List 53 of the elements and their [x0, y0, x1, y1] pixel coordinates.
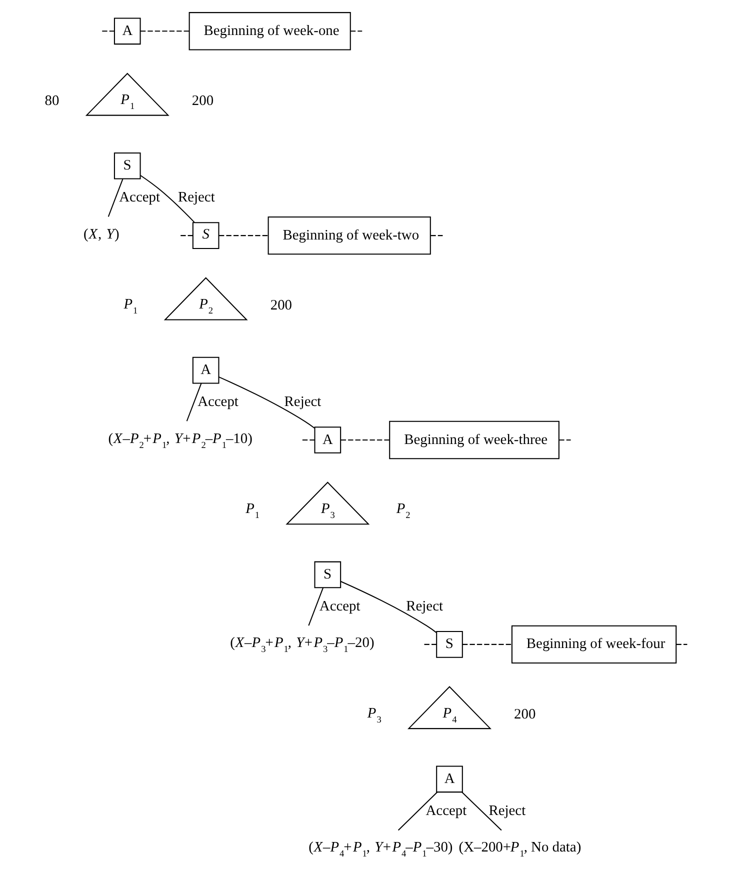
node-box: Beginning of week-two	[267, 216, 430, 255]
connector	[218, 235, 268, 236]
connector	[430, 235, 442, 236]
connector	[558, 439, 570, 441]
node-box: Beginning of week-four	[510, 625, 676, 664]
connector	[180, 235, 192, 236]
node-box: Beginning of week-three	[388, 420, 559, 460]
edge-label: Reject	[488, 802, 526, 819]
edge-label: Accept	[118, 190, 160, 206]
edge-label: Reject	[406, 598, 443, 615]
node-box: S	[113, 152, 140, 180]
connector	[676, 644, 687, 645]
connector	[302, 439, 314, 441]
edge-label: Accept	[197, 394, 238, 410]
node-box: A	[113, 18, 140, 45]
node-box: S	[192, 222, 219, 249]
node-label: P$_{1}$	[123, 296, 138, 317]
connector	[102, 30, 114, 32]
edge-label: Reject	[177, 190, 214, 206]
node-box: A	[192, 356, 219, 384]
connector	[340, 439, 390, 441]
connector	[397, 792, 437, 831]
node-box: A	[436, 766, 462, 793]
connector	[350, 30, 362, 32]
connector	[107, 178, 123, 217]
node-label: 200	[270, 298, 292, 314]
edge-label: Accept	[318, 598, 360, 615]
node-label: P$_{1}$	[245, 500, 260, 521]
node-text: (X–200+P$_{1}$, No data)	[458, 840, 581, 860]
node-box: A	[314, 426, 341, 454]
node-label: P$_{3}$	[366, 705, 381, 726]
connector	[424, 644, 436, 645]
connector	[462, 644, 512, 645]
node-box: S	[314, 561, 341, 588]
connector	[308, 588, 324, 626]
node-label: 80	[44, 93, 59, 110]
connector	[461, 792, 502, 831]
node-label: 200	[514, 706, 536, 722]
node-text: (X, Y)	[82, 226, 119, 242]
node-text: (X–P$_{4}$+P$_{1}$, Y+P$_{4}$–P$_{1}$–30)	[308, 840, 452, 860]
node-label: 200	[191, 93, 214, 110]
node-label: P$_{2}$	[396, 500, 410, 521]
node-box: S	[436, 631, 462, 658]
connector	[140, 175, 194, 223]
connector	[340, 580, 436, 633]
node-box: Beginning of week-one	[188, 12, 350, 50]
node-text: (X–P$_{2}$+P$_{1}$, Y+P$_{2}$–P$_{1}$–10)	[108, 430, 252, 451]
edge-label: Reject	[284, 394, 321, 410]
node-text: (X–P$_{3}$+P$_{1}$, Y+P$_{3}$–P$_{1}$–20)	[230, 635, 374, 656]
connector	[140, 30, 188, 32]
connector	[218, 376, 314, 429]
edge-label: Accept	[425, 802, 466, 819]
connector	[186, 383, 202, 422]
